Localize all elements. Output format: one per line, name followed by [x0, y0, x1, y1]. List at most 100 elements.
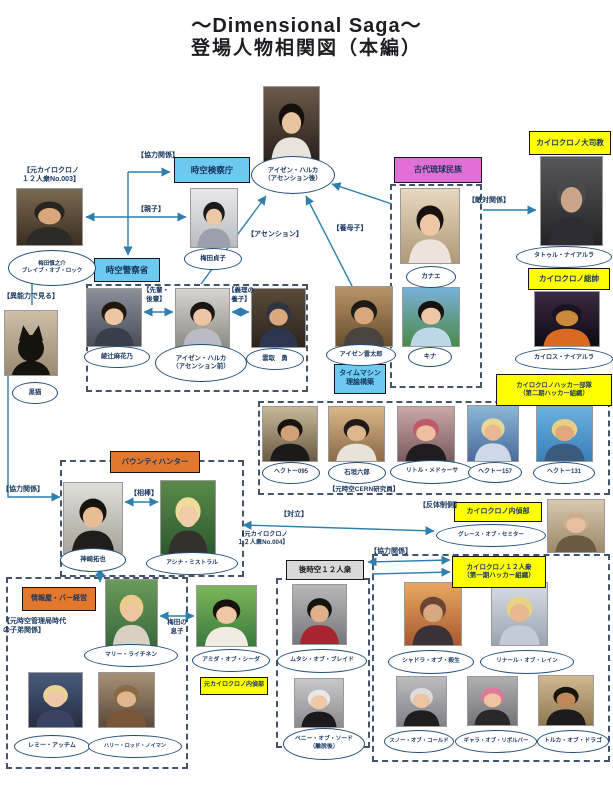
box-time-machine-text: タイムマシン: [339, 370, 381, 378]
connector-ryukyu-link: [331, 182, 393, 205]
ellipse-gyara-of-revolver-text: ギャラ・オブ・リボルバー: [463, 737, 529, 744]
box-jiku-kensatsucho-text: 時空検察庁: [190, 164, 234, 175]
box-bounty-hunter-text: バウンティハンター: [121, 457, 189, 467]
ellipse-aizen-haruka-after-text: アイゼン・ハルカ: [267, 166, 319, 174]
ellipse-grace-of-scimitar: グレース・オブ・セミター: [436, 524, 546, 547]
box-hacker-butai-text: カイロクロノハッカー部隊: [516, 382, 592, 390]
portrait-kanzaki-takuya: [63, 482, 123, 554]
ellipse-snow-of-cold: スノー・オブ・コールド: [384, 730, 454, 753]
box-hacker-butai: カイロクロノハッカー部隊（第二期ハッカー組織）: [496, 374, 612, 406]
connector-rivalry: [242, 520, 435, 536]
ellipse-ayatsuji-kano: 綾辻麻花乃: [84, 346, 150, 368]
label-kyoryoku-right: 【協力関係】: [368, 547, 414, 556]
box-kodai-ryukyu: 古代琉球民族: [394, 157, 482, 183]
label-giri-yoshi: 【義理の養子】: [226, 287, 256, 305]
ellipse-aizen-haruka-before: アイゼン・ハルカ（アセンション前）: [155, 344, 247, 382]
ellipse-rinal-of-rain-text: リナール・オブ・レイン: [496, 658, 558, 665]
label-kyoryoku-top: 【協力関係】: [134, 151, 182, 160]
label-senpai-kohai-text: 後輩】: [146, 295, 166, 303]
ellipse-ishigaki-rokuro-text: 石垣六郎: [344, 468, 370, 476]
box-jiku-kensatsucho: 時空検察庁: [174, 157, 250, 183]
chart-title-line1: ～Dimensional Saga～: [191, 15, 422, 37]
box-jiku-keisatsusho-text: 時空警察省: [105, 264, 149, 275]
box-naiteibu-text: カイロクロノ内偵部: [466, 507, 530, 515]
label-yoboshi-text: 【養母子】: [332, 225, 368, 232]
label-ascension-text: 【アセンション】: [247, 231, 303, 238]
label-ino-ryoku: 【異能力で見る】: [1, 292, 61, 301]
box-kodai-ryukyu-text: 古代琉球民族: [414, 165, 462, 174]
ellipse-hector-131-text: ヘクトー131: [546, 469, 581, 476]
box-bounty-hunter: バウンティハンター: [110, 451, 200, 473]
box-cairochrono-12-text: （第一期ハッカー組織）: [463, 572, 535, 579]
ellipse-penny-of-sword-text: ペニー・オブ・ソード: [295, 736, 353, 743]
portrait-snow-of-cold: [396, 676, 447, 727]
label-moto-cern-text: 【元時空CERN研究員】: [328, 486, 400, 493]
portrait-umeda-shinnosuke: [16, 188, 83, 246]
label-kyoryoku-left: 【協力関係】: [0, 485, 46, 494]
ellipse-harry-rod-neumann: ハリー・ロッド・ノイマン: [88, 735, 182, 758]
portrait-amida-of-shida: [196, 585, 257, 647]
ellipse-kanae: カナエ: [406, 266, 456, 288]
portrait-tatoru-naiarura: [540, 156, 603, 246]
portrait-rinal-of-rain: [491, 582, 548, 646]
ellipse-marie-raichinen-text: マリー・ライチネン: [104, 651, 158, 658]
ellipse-mutashi-of-blade: ムタシ・オブ・ブレイド: [277, 649, 367, 673]
label-giri-yoshi-text: 【義理の: [228, 287, 254, 294]
ellipse-little-medusa-text: リトル・メドゥーサ: [405, 468, 459, 475]
ellipse-kumotori-isamu: 雲取 勇: [246, 348, 304, 370]
portrait-kina: [402, 287, 460, 347]
ellipse-mutashi-of-blade-text: ムタシ・オブ・ブレイド: [290, 657, 354, 664]
label-yoboshi: 【養母子】: [330, 224, 370, 233]
chart-title: ～Dimensional Saga～ 登場人物相関図（本編）: [0, 14, 613, 61]
box-jiku-keisatsusho: 時空警察省: [94, 258, 160, 282]
ellipse-hector-095-text: ヘクトー095: [273, 469, 308, 476]
ellipse-kanae-text: カナエ: [421, 272, 441, 280]
box-naiteibu: カイロクロノ内偵部: [454, 502, 542, 522]
ellipse-aizen-haruka-after-text: （アセンション後）: [264, 175, 322, 182]
ellipse-kairosu-naiarura: カイロス・ナイアルラ: [515, 348, 613, 370]
portrait-penny-of-sword: [294, 678, 344, 728]
label-oyako: 【親子】: [134, 205, 168, 214]
portrait-shadora-of-sessho: [404, 582, 462, 646]
ellipse-kuroneko: 黒猫: [12, 382, 58, 404]
ellipse-tatoru-naiarura-text: タトゥル・ナイアルラ: [534, 253, 594, 260]
label-aibo-text: 【相棒】: [130, 490, 158, 497]
portrait-hector-131: [536, 406, 593, 462]
box-joho-ya: 情報屋・バー経営: [22, 587, 96, 611]
portrait-ayatsuji-kano: [86, 288, 142, 347]
label-tekitai-text: 【敵対関係】: [468, 197, 510, 204]
portrait-kanae: [400, 188, 460, 264]
ellipse-penny-of-sword: ペニー・オブ・ソード（離脱後）: [283, 728, 365, 760]
ellipse-snow-of-cold-text: スノー・オブ・コールド: [389, 737, 449, 744]
ellipse-umeda-shinnosuke: 梅田慎之介ブレイブ・オブ・ロック: [8, 250, 96, 286]
label-aibo: 【相棒】: [128, 489, 160, 498]
ellipse-harry-rod-neumann-text: ハリー・ロッド・ノイマン: [103, 743, 167, 750]
ellipse-hector-131: ヘクトー131: [533, 462, 595, 484]
box-cairochrono-12-text: カイロクロノ１２人衆: [466, 563, 532, 571]
group-cairochrono-12: [372, 554, 610, 762]
label-umeda-musuko-text: 息子: [170, 627, 184, 635]
ellipse-shadora-of-sessho-text: シャドラ・オブ・殺生: [402, 658, 460, 665]
connector-coop-right-2: [371, 567, 451, 577]
portrait-aizen-haruka-after: [263, 86, 320, 162]
portrait-aizen-raitaro: [335, 286, 393, 347]
ellipse-umeda-sadako-text: 梅田貞子: [200, 254, 226, 262]
ellipse-toruka-of-drago: トルカ・オブ・ドラゴ: [537, 730, 609, 753]
box-moto-naiteibu-text: 元カイロクロノ内偵部: [203, 682, 264, 689]
label-kyoryoku-top-text: 【協力関係】: [137, 152, 179, 159]
label-moto-cairochrono-004-text: １２人衆No.004】: [237, 539, 289, 547]
ellipse-kumotori-isamu-text: 雲取 勇: [262, 354, 288, 362]
portrait-little-medusa: [397, 406, 455, 462]
ellipse-umeda-sadako: 梅田貞子: [184, 248, 242, 270]
portrait-aizen-haruka-before: [175, 288, 230, 348]
portrait-mutashi-of-blade: [292, 584, 347, 645]
ellipse-kanzaki-takuya: 神崎拓也: [60, 548, 126, 572]
ellipse-grace-of-scimitar-text: グレース・オブ・セミター: [458, 531, 524, 538]
label-ino-ryoku-text: 【異能力で見る】: [3, 293, 59, 300]
ellipse-hector-157: ヘクトー157: [468, 462, 522, 483]
label-moto-cairochrono-004-text: 【元カイロクロノ: [238, 531, 288, 538]
ellipse-amida-of-shida-text: アミダ・オブ・シーダ: [202, 656, 260, 663]
box-ato-jiku-12-text: 後時空１２人衆: [298, 565, 352, 575]
label-moto-cern: 【元時空CERN研究員】: [320, 486, 408, 495]
